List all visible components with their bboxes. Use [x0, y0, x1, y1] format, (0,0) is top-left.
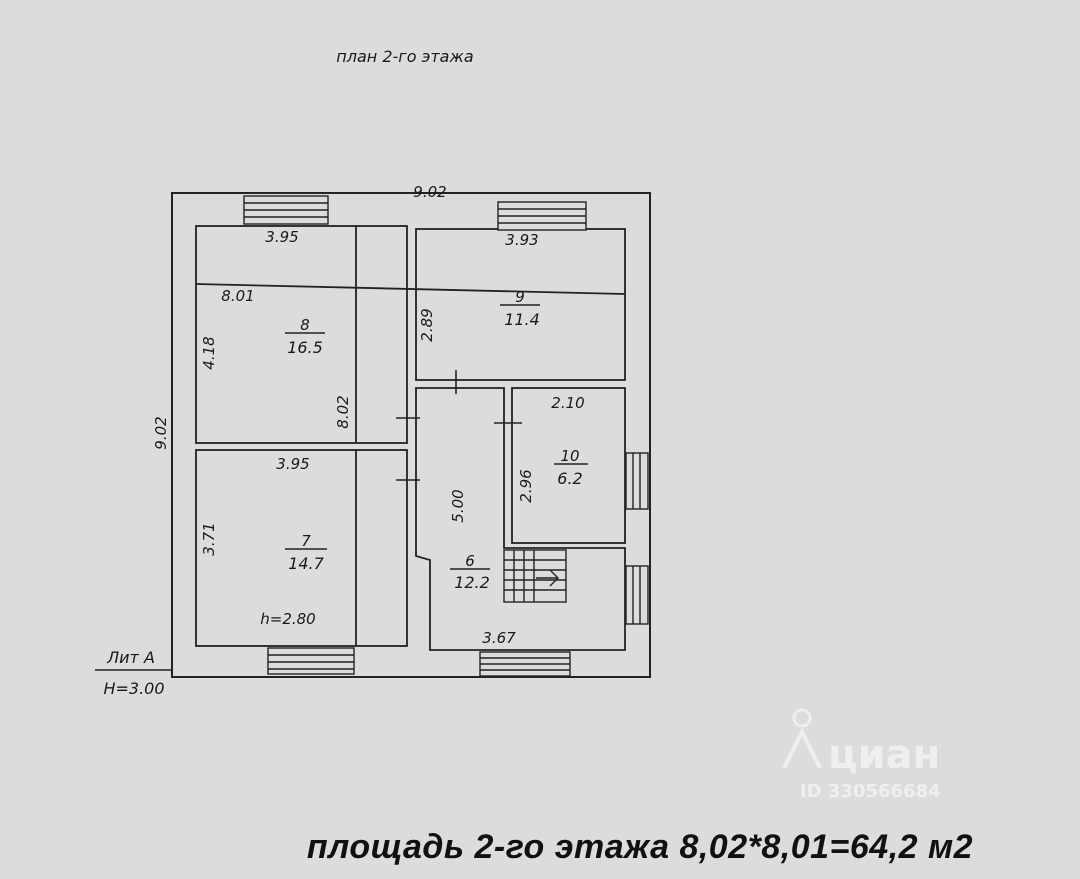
room-area: 16.5 [287, 338, 323, 357]
room-number: 6 [465, 552, 475, 570]
door-marks [396, 370, 522, 481]
room-9-label: 9 11.4 [500, 288, 540, 329]
room-9-height-label: 2.89 [418, 308, 436, 341]
watermark-brand: циан [828, 732, 940, 778]
stairs-icon [503, 549, 567, 603]
room-8-height-label: 4.18 [200, 336, 218, 369]
room-8-label: 8 16.5 [285, 316, 325, 357]
room-6-walls [415, 387, 626, 651]
room-8-walls [195, 225, 626, 444]
room-7-label: 7 14.7 [285, 532, 327, 573]
location-pin-icon [782, 708, 822, 769]
lit-label: Лит А [106, 648, 155, 667]
room-area: 6.2 [557, 469, 582, 488]
room-7-height-label: 3.71 [200, 522, 218, 555]
window-icon-group [243, 195, 649, 677]
plan-title: план 2-го этажа [336, 47, 473, 66]
room-area: 12.2 [454, 573, 490, 592]
room-number: 7 [301, 532, 311, 550]
room-10-height-label: 2.96 [517, 469, 535, 502]
top-right-width-label: 3.93 [505, 231, 538, 249]
room-10-walls [511, 387, 626, 544]
top-left-width-label: 3.95 [265, 228, 298, 246]
room-10-label: 10 6.2 [554, 447, 588, 488]
room-6-height-label: 5.00 [449, 489, 467, 522]
room-7-walls [195, 449, 408, 647]
room-number: 10 [560, 447, 579, 465]
window-icon [625, 565, 649, 625]
window-icon [625, 452, 649, 510]
outer-height-label: 9.02 [152, 416, 170, 449]
height-label: H=3.00 [103, 679, 164, 698]
floor-area-caption: площадь 2-го этажа 8,02*8,01=64,2 м2 [306, 828, 974, 866]
outer-wall [171, 192, 651, 678]
watermark-id: ID 330566684 [800, 781, 941, 802]
room-7-width-label: 3.95 [276, 455, 309, 473]
left-section-height-label: 8.02 [334, 395, 352, 428]
room-7-ceiling-label: h=2.80 [260, 610, 315, 628]
room-area: 11.4 [504, 310, 540, 329]
outer-width-label: 9.02 [413, 183, 446, 201]
left-section-width-label: 8.01 [221, 287, 254, 305]
room-6-width-label: 3.67 [482, 629, 516, 647]
window-icon [267, 647, 355, 675]
room-area: 14.7 [288, 554, 324, 573]
room-6-label: 6 12.2 [450, 552, 490, 592]
room-10-width-label: 2.10 [551, 394, 584, 412]
watermark: циан ID 330566684 [782, 708, 941, 802]
room-number: 9 [515, 288, 525, 306]
room-number: 8 [300, 316, 310, 334]
